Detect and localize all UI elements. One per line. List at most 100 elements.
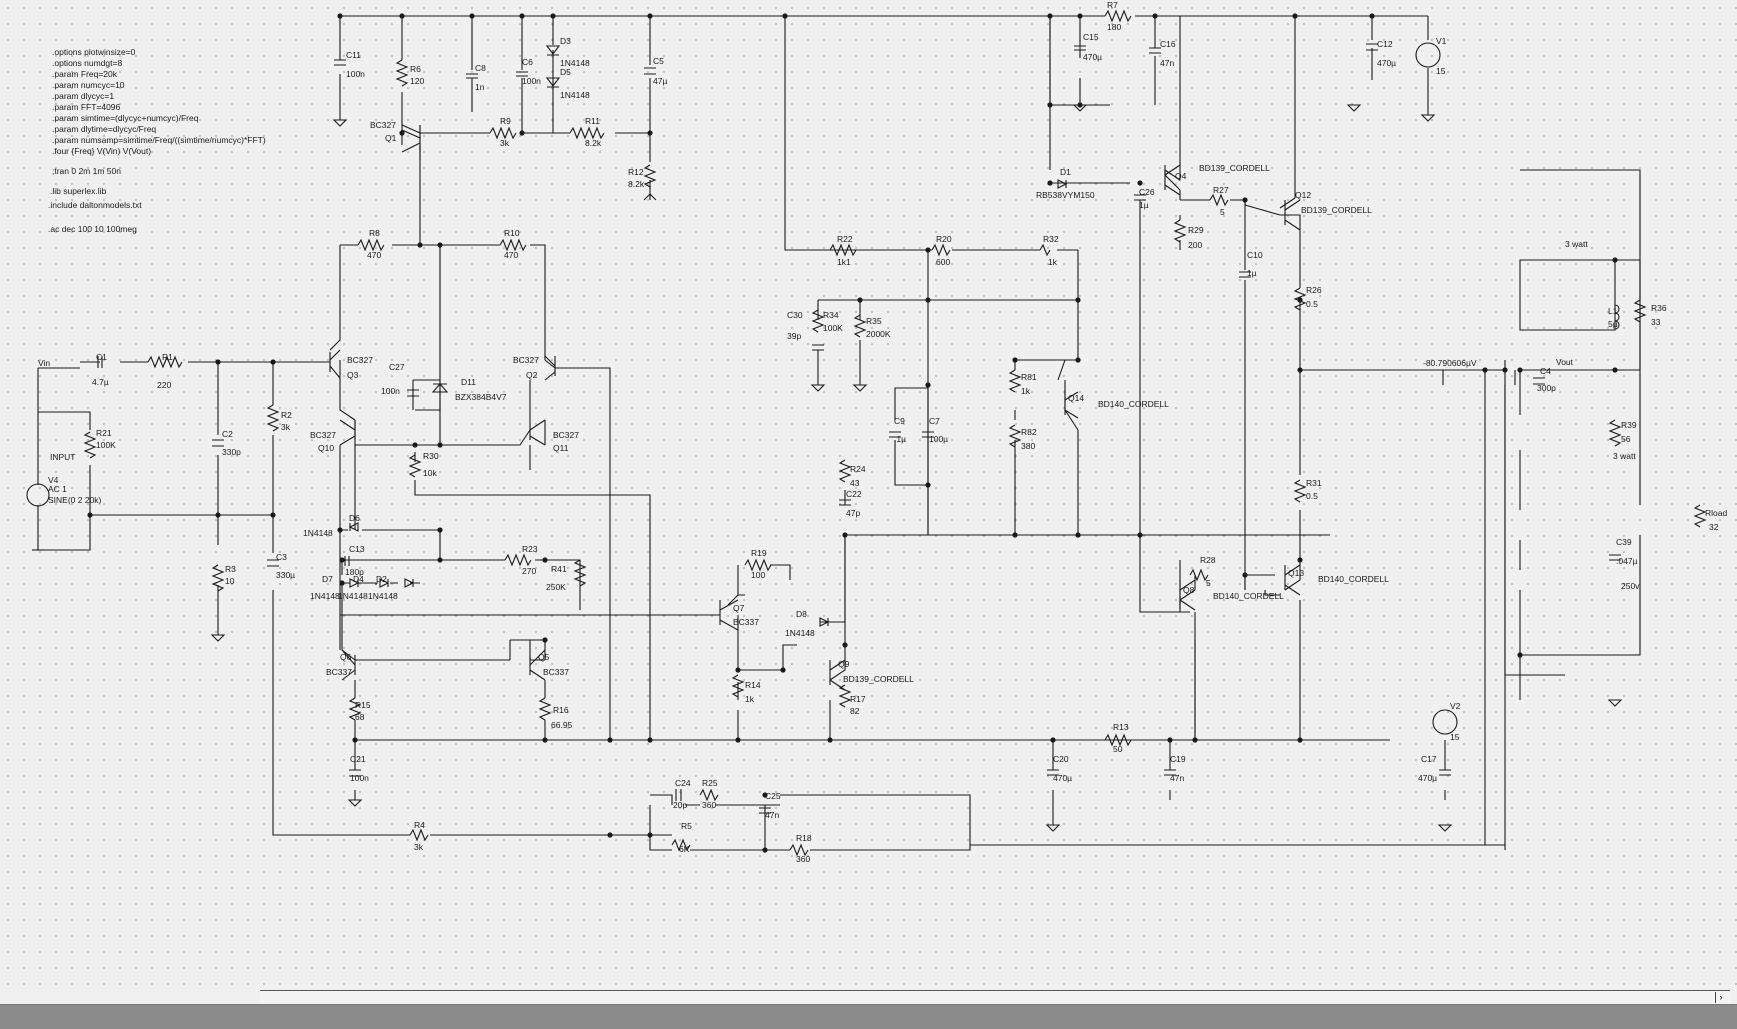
directive-line[interactable]: .param numcyc=10	[52, 80, 125, 90]
label-val: 47µ	[653, 76, 667, 86]
wire	[329, 245, 341, 380]
capacitor-c4	[1533, 377, 1545, 385]
label-ref: R32	[1043, 234, 1059, 244]
directive-line[interactable]: .options numdgt=8	[52, 58, 122, 68]
resistor-r22	[829, 243, 857, 257]
junction-dot	[542, 737, 548, 743]
directive-line[interactable]: .ac dec 100 10 100meg	[48, 224, 137, 234]
directive-line[interactable]: .four {Freq} V(Vin) V(Vout)	[52, 146, 151, 156]
label-ref: R5	[681, 821, 692, 831]
capacitor-c22	[839, 499, 851, 506]
directive-line[interactable]: .param dlycyc=1	[52, 91, 114, 101]
resistor-r3	[211, 564, 225, 592]
junction-dot	[270, 512, 276, 518]
spice-directives[interactable]: .options plotwinsize=0 .options numdgt=8…	[48, 47, 266, 234]
directive-line[interactable]: .param numsamp=simtime/Freq/((simtime/nu…	[52, 135, 266, 145]
junction-dot	[1075, 297, 1081, 303]
directive-line[interactable]: .lib superlex.lib	[50, 186, 106, 196]
annotation-250v: 250v	[1621, 581, 1640, 591]
label-val: 330p	[222, 447, 241, 457]
schematic[interactable]: .options plotwinsize=0 .options numdgt=8…	[0, 0, 1737, 990]
component-symbols[interactable]	[26, 9, 1707, 857]
label-val: 1µ	[1247, 268, 1257, 278]
ground	[1607, 699, 1623, 707]
directive-line[interactable]: .param dlytime=dlycyc/Freq	[52, 124, 156, 134]
scroll-right-arrow-icon[interactable]: ›	[1715, 992, 1726, 1003]
component-labels: C11 100n R6 120 C8 1n C6 100n D3 1N4148 …	[38, 0, 1727, 864]
label-val: 300p	[1537, 383, 1556, 393]
label-val: 15	[1436, 66, 1446, 76]
wire	[738, 490, 846, 671]
label-val: 1k	[1048, 257, 1058, 267]
label-ref: R29	[1188, 225, 1204, 235]
status-bar	[0, 1004, 1737, 1029]
label-ref: C1	[96, 352, 107, 362]
wire	[401, 125, 650, 160]
label-ref: C27	[389, 362, 405, 372]
source-v4	[26, 483, 50, 507]
directive-line[interactable]: .param simtime=(dlycyc+numcyc)/Freq	[52, 113, 199, 123]
wires[interactable]	[37, 15, 1641, 850]
junction-dot	[782, 13, 788, 19]
label-ref: Rload	[1705, 508, 1727, 518]
label-val: 180p	[345, 567, 364, 577]
net-label-vin: Vin	[38, 358, 50, 368]
label-ref: R81	[1021, 372, 1037, 382]
label-val: 1N4148	[560, 58, 590, 68]
capacitor-c21	[349, 769, 361, 777]
label-val: 200	[1188, 240, 1202, 250]
resistor-r39	[1608, 419, 1622, 447]
directive-line[interactable]: .include daltonmodels.txt	[48, 200, 142, 210]
junction-dot	[1050, 737, 1056, 743]
junction-dot	[1192, 737, 1198, 743]
junction-dot	[215, 512, 221, 518]
label-val: 1N4148	[368, 591, 398, 601]
label-ref: R8	[369, 228, 380, 238]
wire	[529, 380, 546, 445]
wire	[340, 244, 546, 360]
label-ref: R9	[500, 116, 511, 126]
schematic-canvas[interactable]: .options plotwinsize=0 .options numdgt=8…	[0, 0, 1737, 990]
label-val: 47n	[1170, 773, 1184, 783]
label-val: 5	[1206, 578, 1211, 588]
transistor-q5	[529, 649, 546, 681]
junction-dot	[1612, 257, 1618, 263]
resistor-r19	[744, 558, 772, 572]
label-val: 100µ	[929, 434, 948, 444]
directive-line[interactable]: .param FFT=4096	[52, 102, 121, 112]
junction-dot	[842, 532, 848, 538]
label-ref: R34	[823, 310, 839, 320]
junction-dot	[827, 737, 833, 743]
label-val: 39p	[787, 331, 801, 341]
junction-dot	[1167, 737, 1173, 743]
resistor-r82	[1008, 424, 1022, 448]
label-val: 0.5	[1306, 299, 1318, 309]
label-val: 270	[522, 566, 536, 576]
label-ref: C9	[894, 416, 905, 426]
junction-dot	[437, 242, 443, 248]
capacitor-c10	[1239, 271, 1251, 278]
label-val: BC327	[513, 355, 539, 365]
label-ref: R27	[1213, 185, 1229, 195]
label-val: 600	[936, 257, 950, 267]
wire	[1519, 259, 1641, 371]
label-val: 68	[355, 712, 365, 722]
label-ref: R26	[1306, 285, 1322, 295]
label-ref: R41	[551, 564, 567, 574]
label-val: 47n	[765, 810, 779, 820]
capacitor-c5	[644, 67, 656, 75]
directive-line[interactable]: .param Freq=20k	[52, 69, 118, 79]
label-ref: Q6	[340, 652, 352, 662]
label-val: 1k	[745, 694, 755, 704]
label-ref: D2	[376, 574, 387, 584]
label-ref: R14	[745, 680, 761, 690]
directive-line[interactable]: ;tran 0 2m 1m 50n	[52, 166, 121, 176]
directive-line[interactable]: .options plotwinsize=0	[52, 47, 136, 57]
horizontal-scrollbar[interactable]: ›	[260, 990, 1730, 1005]
label-val: 360	[796, 854, 810, 864]
resistor-r32	[1039, 243, 1051, 257]
label-ref: R22	[837, 234, 853, 244]
label-val: BD139_CORDELL	[1199, 163, 1270, 173]
junction-dot	[1152, 13, 1158, 19]
label-ref: R7	[1107, 0, 1118, 10]
